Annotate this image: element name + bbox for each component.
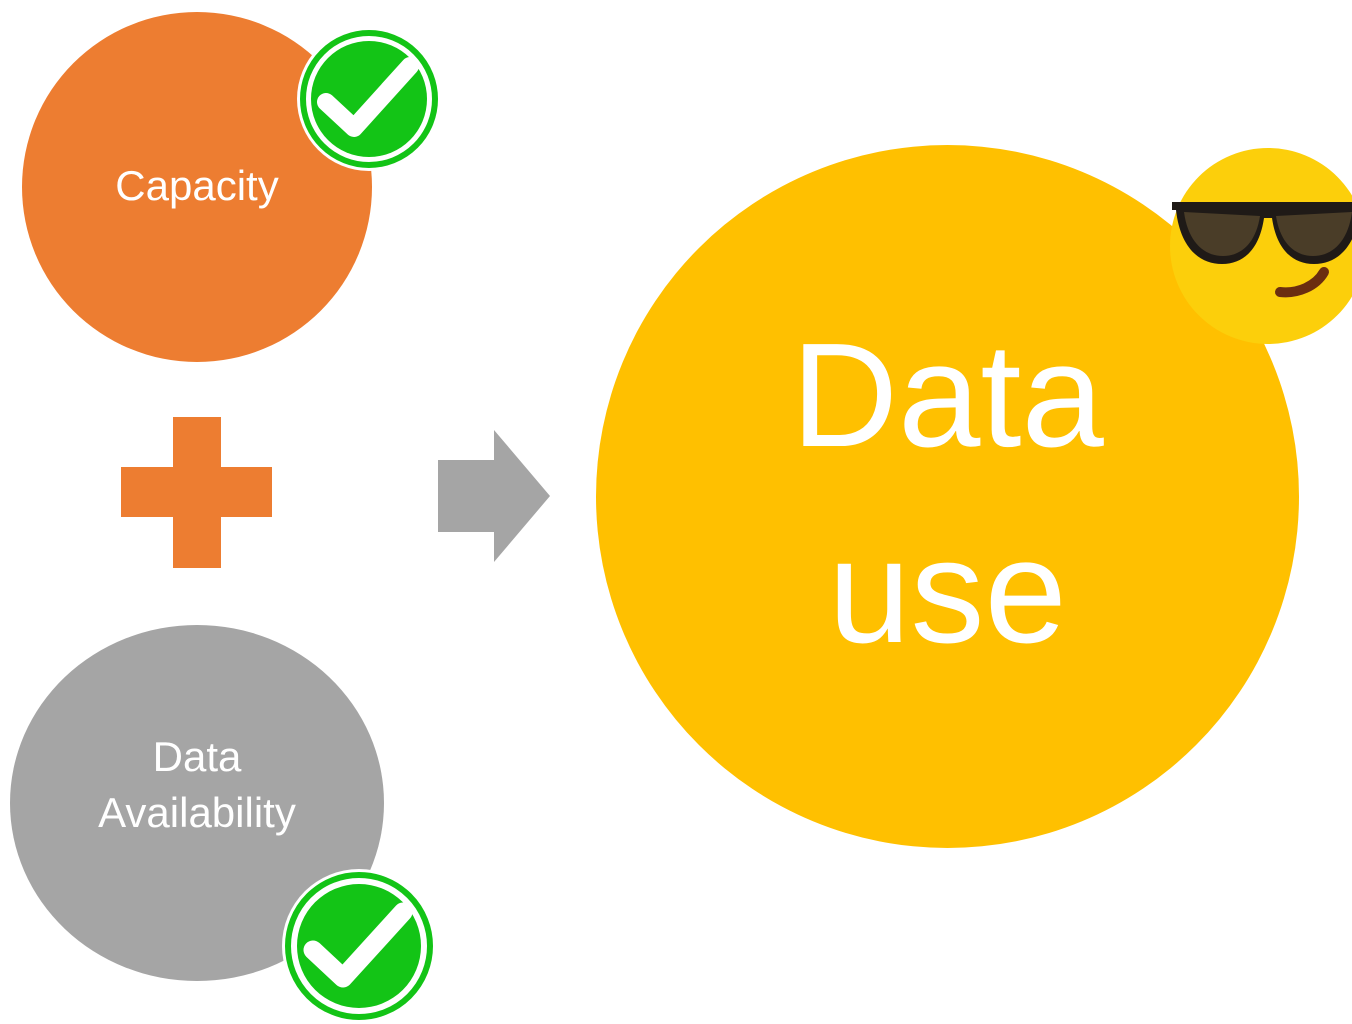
data-use-label-line2: use [828, 509, 1067, 674]
sunglasses-smiley-icon [1170, 148, 1352, 344]
data-availability-label: Data Availability [47, 729, 347, 841]
data-availability-label-line2: Availability [98, 788, 296, 836]
data-use-label: Data use [698, 298, 1198, 690]
data-availability-label-line1: Data [152, 732, 242, 780]
arrow-right-icon [438, 430, 550, 562]
capacity-label: Capacity [115, 162, 279, 209]
data-use-label-line1: Data [791, 313, 1104, 478]
plus-icon [121, 417, 272, 568]
checkmark-icon [282, 869, 436, 1023]
checkmark-icon [297, 27, 441, 171]
